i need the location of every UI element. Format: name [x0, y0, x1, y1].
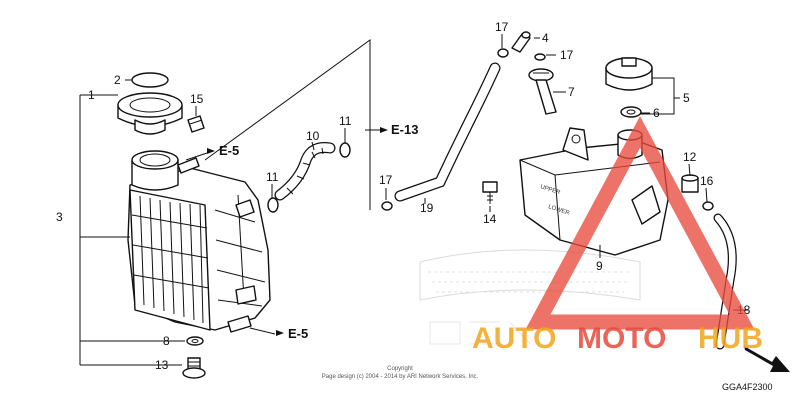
reservoir-cap	[117, 92, 183, 135]
grommet-12	[681, 174, 699, 193]
leader-12	[688, 163, 691, 177]
callout-6: 6	[653, 106, 660, 120]
callout-2: 2	[114, 73, 121, 87]
bolt-13	[182, 357, 206, 379]
watermark-part-moto: MOTO	[577, 322, 666, 355]
ref-e5-lower: E-5	[288, 326, 308, 341]
hose-19	[394, 62, 501, 202]
seal-6	[620, 106, 642, 118]
copyright-line: Page design (c) 2004 - 2014 by ARI Netwo…	[322, 374, 479, 380]
ref-e13: E-13	[391, 122, 418, 137]
washer-8	[186, 336, 204, 346]
clip-16	[702, 201, 714, 211]
ref-arrow-e13	[380, 127, 388, 133]
callout-11-lower: 11	[266, 170, 279, 184]
watermark-logo: AUTO MOTO HUB	[472, 322, 763, 355]
callout-10: 10	[306, 129, 320, 143]
clip-15	[187, 115, 205, 133]
hose-18	[713, 213, 737, 350]
callout-7: 7	[568, 85, 575, 99]
callout-3: 3	[56, 210, 63, 224]
callout-group	[79, 34, 748, 366]
callout-8: 8	[163, 334, 170, 348]
copyright-title: Copyright	[387, 366, 413, 372]
watermark-triangle-icon	[525, 116, 755, 330]
watermark-part-auto: AUTO	[472, 322, 556, 355]
callout-12: 12	[683, 150, 697, 164]
background-logo-wing	[419, 249, 641, 345]
hose-10	[274, 142, 336, 201]
callout-17-hose: 17	[379, 173, 393, 187]
callout-19: 19	[420, 201, 434, 215]
cap-seal	[131, 72, 169, 88]
fitting-4	[511, 31, 531, 53]
ref-e5-upper: E-5	[219, 143, 239, 158]
callout-11-upper: 11	[339, 114, 352, 128]
callout-14: 14	[483, 212, 497, 226]
leader-e5-lower	[249, 327, 276, 335]
callout-9: 9	[596, 259, 603, 273]
leader-16	[705, 187, 708, 203]
leader-e5-upper	[185, 151, 211, 161]
breather-7	[528, 68, 557, 115]
ref-arrow-e5-lower	[276, 330, 284, 336]
leader-10	[311, 141, 315, 151]
callout-4: 4	[542, 31, 549, 45]
callout-17-mid: 17	[560, 48, 574, 62]
diagram-code: GGA4F2300	[722, 382, 773, 392]
cap-5	[605, 57, 653, 91]
front-arrow-icon	[744, 346, 790, 372]
callout-5: 5	[683, 91, 690, 105]
bracket-5	[641, 77, 675, 115]
callout-15: 15	[190, 92, 204, 106]
clamp-11-upper	[339, 142, 351, 158]
clip-17-mid	[534, 53, 546, 61]
guide-line	[204, 39, 371, 210]
reservoir-tank-body	[127, 150, 271, 333]
callout-13: 13	[155, 358, 169, 372]
clip-17-top	[497, 48, 509, 58]
ref-arrow-e5-upper	[207, 148, 215, 154]
callout-1: 1	[88, 88, 95, 102]
bolt-14	[482, 181, 498, 204]
clip-17-hose	[381, 201, 393, 211]
clamp-11-lower	[267, 197, 279, 213]
callout-17-top: 17	[495, 20, 509, 34]
callout-16: 16	[700, 174, 714, 188]
watermark-part-hub: HUB	[698, 322, 763, 355]
